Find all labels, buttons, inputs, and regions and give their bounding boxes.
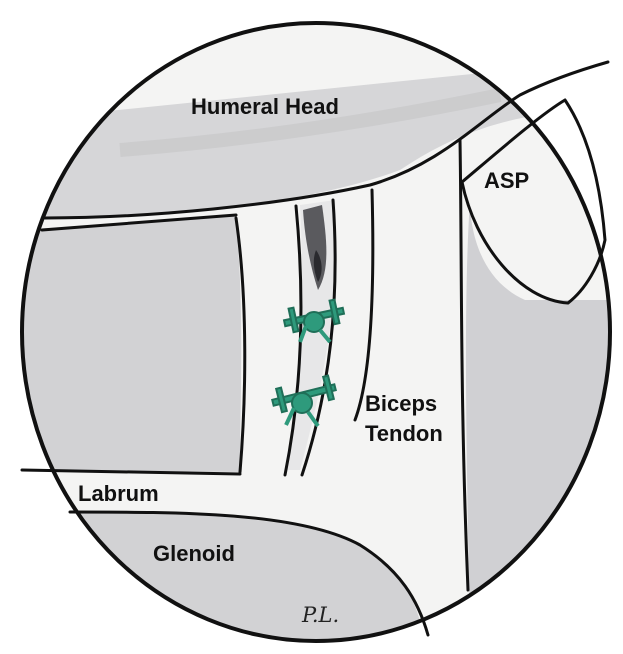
- label-labrum: Labrum: [78, 481, 159, 506]
- label-biceps: Biceps: [365, 391, 437, 416]
- label-asp: ASP: [484, 168, 529, 193]
- left-tissue-region: [20, 215, 241, 472]
- label-glenoid: Glenoid: [153, 541, 235, 566]
- label-tendon: Tendon: [365, 421, 443, 446]
- artist-signature: P.L.: [302, 603, 339, 627]
- label-humeral-head: Humeral Head: [191, 94, 339, 119]
